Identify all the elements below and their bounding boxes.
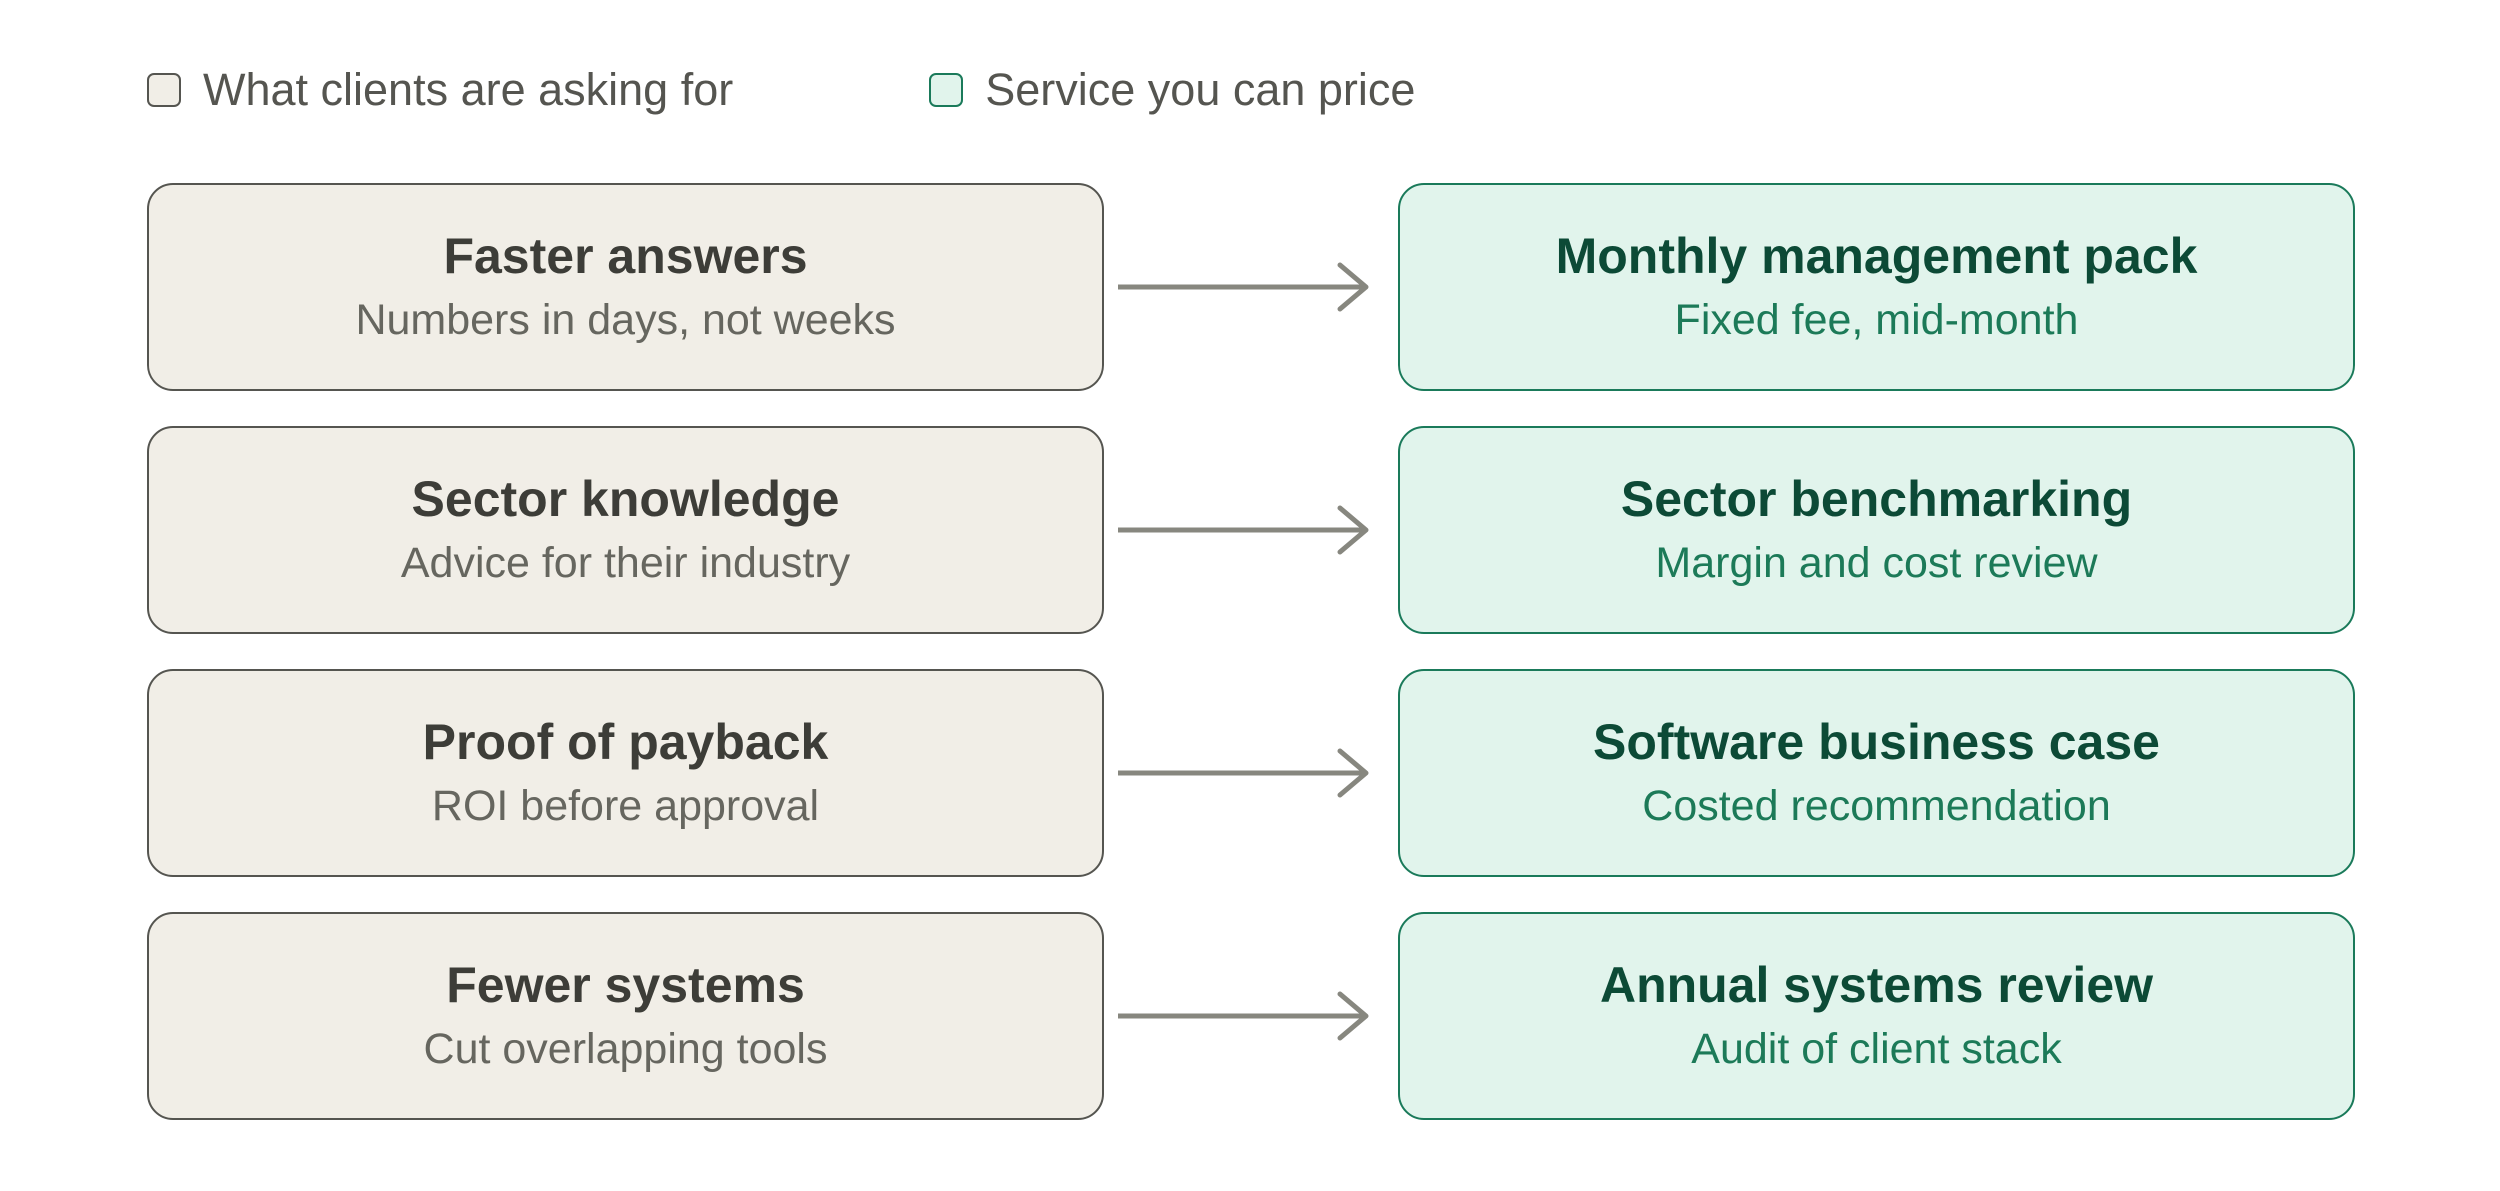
legend-swatch-priced-service	[929, 73, 964, 107]
legend-label-priced-service: Service you can price	[985, 64, 1416, 115]
client-need-subtitle: ROI before approval	[431, 782, 820, 830]
client-need-title: Sector knowledge	[411, 471, 840, 527]
legend: What clients are asking for Service you …	[147, 64, 1415, 116]
mapping-row: Fewer systems Cut overlapping tools Annu…	[147, 912, 2357, 1120]
client-need-box: Sector knowledge Advice for their indust…	[147, 426, 1104, 634]
service-subtitle: Costed recommendation	[1642, 782, 2111, 830]
service-box: Annual systems review Audit of client st…	[1398, 912, 2355, 1120]
client-need-title: Proof of payback	[422, 714, 829, 770]
legend-item-priced-service: Service you can price	[929, 64, 1415, 116]
legend-label-client-needs: What clients are asking for	[203, 64, 734, 115]
service-box: Software business case Costed recommenda…	[1398, 669, 2355, 877]
service-title: Sector benchmarking	[1620, 471, 2133, 527]
service-subtitle: Fixed fee, mid-month	[1674, 296, 2079, 344]
service-box: Monthly management pack Fixed fee, mid-m…	[1398, 183, 2355, 391]
mapping-row: Sector knowledge Advice for their indust…	[147, 426, 2357, 634]
client-need-subtitle: Advice for their industry	[400, 539, 851, 587]
mapping-row: Proof of payback ROI before approval Sof…	[147, 669, 2357, 877]
service-title: Monthly management pack	[1555, 228, 2198, 284]
mapping-row: Faster answers Numbers in days, not week…	[147, 183, 2357, 391]
client-need-title: Fewer systems	[446, 957, 805, 1013]
client-need-box: Proof of payback ROI before approval	[147, 669, 1104, 877]
right-arrow-icon	[1118, 505, 1369, 555]
right-arrow-icon	[1118, 748, 1369, 798]
service-title: Software business case	[1593, 714, 2160, 770]
service-subtitle: Margin and cost review	[1655, 539, 2098, 587]
service-box: Sector benchmarking Margin and cost revi…	[1398, 426, 2355, 634]
service-subtitle: Audit of client stack	[1691, 1025, 2062, 1073]
client-need-subtitle: Numbers in days, not weeks	[355, 296, 896, 344]
legend-swatch-client-needs	[147, 73, 181, 107]
client-need-box: Fewer systems Cut overlapping tools	[147, 912, 1104, 1120]
client-need-box: Faster answers Numbers in days, not week…	[147, 183, 1104, 391]
right-arrow-icon	[1118, 262, 1369, 312]
service-title: Annual systems review	[1599, 957, 2154, 1013]
client-need-subtitle: Cut overlapping tools	[423, 1025, 828, 1073]
legend-item-client-needs: What clients are asking for	[147, 64, 733, 116]
client-need-title: Faster answers	[443, 228, 808, 284]
right-arrow-icon	[1118, 991, 1369, 1041]
